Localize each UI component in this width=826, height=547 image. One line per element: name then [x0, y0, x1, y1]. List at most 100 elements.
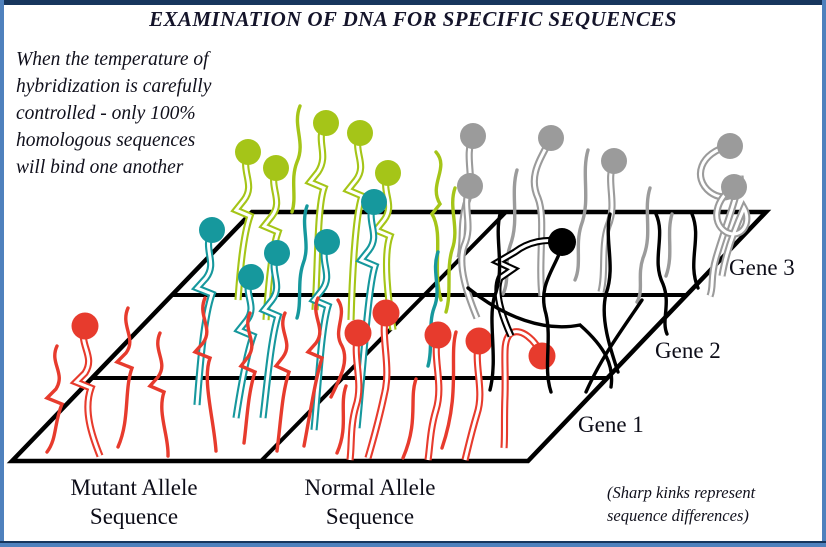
probe-head-green: [263, 155, 289, 181]
dna-strand-red: [344, 319, 372, 461]
probe-head-red: [465, 327, 493, 355]
strand-line: [690, 212, 700, 290]
probe-head-black: [548, 228, 576, 256]
gene-1-label: Gene 1: [578, 412, 644, 437]
probe-head-gray: [721, 174, 747, 200]
normal-allele-label: Normal Allele Sequence: [250, 473, 490, 531]
probe-head-teal: [264, 240, 290, 266]
dna-strand-gray: [635, 186, 652, 304]
strand-core: [194, 229, 214, 406]
strand-line: [43, 344, 65, 454]
dna-strand-green: [342, 120, 373, 321]
probe-head-red: [344, 319, 372, 347]
probe-head-gray: [717, 133, 743, 159]
dna-strand-red: [238, 311, 258, 445]
dna-strand-red: [401, 377, 418, 460]
frame-bottom-accent: [0, 541, 826, 543]
probe-head-gray: [460, 123, 486, 149]
dna-strand-red: [440, 330, 458, 450]
probe-head-teal: [199, 217, 225, 243]
dna-strand-gray: [664, 212, 674, 278]
dna-strand-gray: [457, 173, 483, 320]
strand-line: [664, 212, 674, 278]
strand-core: [261, 252, 280, 419]
strand-core: [366, 312, 389, 459]
description-line: homologous sequences: [16, 130, 196, 151]
strand-line: [444, 186, 457, 314]
strand-line: [426, 250, 440, 368]
dna-strand-black: [466, 286, 614, 389]
strand-line: [329, 298, 347, 399]
dna-strand-red: [273, 311, 292, 453]
strand-line: [466, 286, 614, 389]
dna-strand-red: [302, 296, 325, 448]
strand-line: [541, 250, 562, 394]
probe-head-red: [71, 312, 99, 340]
mutant-allele-line1: Mutant Allele: [70, 475, 198, 500]
dna-strand-gray: [530, 125, 564, 297]
probe-head-gray: [457, 173, 483, 199]
description-line: controlled - only 100%: [16, 103, 196, 124]
frame-right-border: [822, 0, 826, 547]
probe-head-red: [424, 321, 452, 349]
normal-allele-line1: Normal Allele: [304, 475, 436, 500]
strand-core: [502, 330, 544, 449]
dna-strand-green: [304, 110, 339, 311]
dna-strand-teal: [295, 204, 309, 320]
dna-strand-red: [424, 321, 452, 461]
description-line: will bind one another: [16, 157, 184, 178]
strand-line: [302, 296, 325, 448]
probe-head-green: [235, 139, 261, 165]
dna-strand-teal: [258, 240, 290, 419]
dna-strand-black: [488, 212, 502, 392]
strand-core: [715, 185, 749, 277]
dna-strand-red: [364, 299, 400, 459]
dna-strand-teal: [190, 217, 225, 406]
dna-strand-red: [329, 298, 347, 399]
dna-strand-red: [335, 384, 348, 455]
strand-line: [573, 148, 590, 282]
dna-strand-black: [654, 212, 669, 336]
strand-core: [348, 332, 361, 461]
dna-strand-black: [541, 250, 562, 394]
strand-core: [261, 167, 280, 321]
dna-strand-red: [461, 327, 493, 461]
dna-strand-gray: [713, 174, 751, 277]
strand-core: [73, 325, 102, 457]
dna-strand-red: [113, 306, 135, 449]
dna-strand-teal: [308, 229, 340, 431]
dna-strand-green: [258, 155, 289, 321]
dna-strand-black: [690, 212, 700, 290]
mutant-allele-line2: Sequence: [89, 504, 179, 529]
strand-line: [238, 311, 258, 445]
frame-bottom-border: [0, 543, 826, 547]
dna-strand-gray: [573, 148, 590, 282]
probe-head-red: [372, 299, 400, 327]
strand-core: [532, 137, 553, 297]
strand-line: [654, 212, 669, 336]
strand-line: [440, 330, 458, 450]
dna-strand-gray: [501, 168, 519, 296]
strand-core: [460, 185, 479, 319]
dna-strand-gray: [597, 148, 627, 293]
frame-top-border: [0, 0, 826, 5]
strand-core: [426, 334, 441, 461]
probe-head-red: [528, 342, 556, 370]
gene-3-label: Gene 3: [729, 255, 795, 280]
strand-line: [295, 204, 309, 320]
strand-line: [290, 104, 302, 214]
probe-head-teal: [361, 189, 387, 215]
dna-strand-black: [490, 228, 576, 338]
strand-line: [635, 186, 652, 304]
probe-head-gray: [601, 148, 627, 174]
dna-strand-red: [192, 296, 218, 453]
dna-strand-teal: [232, 264, 264, 419]
hybridization-description: When the temperature of hybridization is…: [16, 46, 266, 181]
dna-strand-red: [43, 344, 65, 454]
probe-head-green: [347, 120, 373, 146]
frame-left-border: [0, 0, 4, 547]
dna-strand-black: [584, 298, 644, 394]
note-line: (Sharp kinks represent: [607, 483, 756, 502]
